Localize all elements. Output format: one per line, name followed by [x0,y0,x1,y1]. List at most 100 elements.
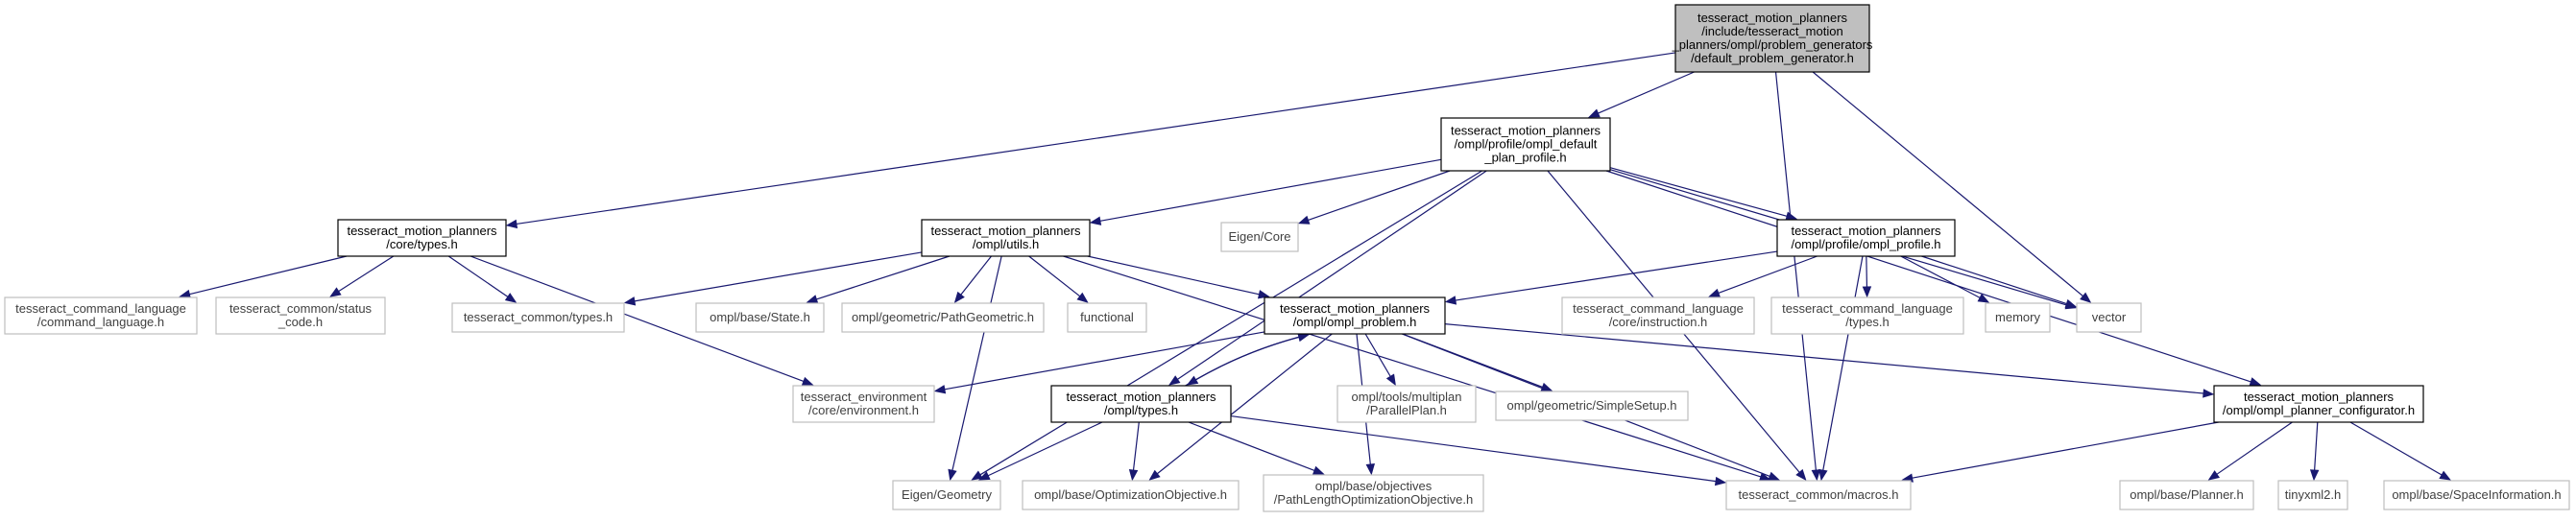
node-label-line: tesseract_environment [801,390,927,404]
node-label-line: /core/environment.h [808,403,919,417]
edge-ompl_types-to-optimization_objective [1132,421,1140,471]
arrowhead-root-to-macros [1811,469,1821,482]
edge-root-to-vector [1812,71,2083,297]
node-box-space_information [2383,480,2570,510]
edge-ompl_types-to-macros [1230,414,1717,483]
edge-ompl_problem-to-planner_configurator [1444,323,2204,394]
node-utils[interactable]: tesseract_motion_planners/ompl/utils.h [921,219,1091,257]
edge-ompl_problem-to-environment [944,331,1265,391]
arrowhead-planner_configurator-to-tinyxml2 [2309,469,2320,482]
arrowhead-ompl_profile-to-macros [1818,468,1828,482]
node-box-state [695,302,825,333]
node-label-line: /ompl/profile/ompl_default [1455,137,1598,152]
arrowhead-ompl_profile-to-instruction [1708,288,1721,297]
arrowhead-default_plan_profile-to-ompl_types [1168,375,1181,386]
arrowhead-ompl_problem-to-optimization_objective [1148,469,1161,481]
node-label-line: tesseract_motion_planners [930,224,1081,238]
arrowhead-utils-to-state [806,295,819,304]
node-planner_configurator[interactable]: tesseract_motion_planners/ompl/ompl_plan… [2213,385,2424,423]
node-memory: memory [1985,302,2051,333]
node-default_plan_profile[interactable]: tesseract_motion_planners/ompl/profile/o… [1440,117,1611,172]
node-box-functional [1067,302,1147,333]
node-label-line: ompl/geometric/SimpleSetup.h [1506,398,1676,413]
edge-ompl_profile-to-ompl_problem [1455,250,1778,301]
edge-ompl_problem-to-optimization_objective [1156,333,1333,475]
node-box-simple_setup [1495,391,1689,421]
node-eigen_geometry: Eigen/Geometry [892,480,1001,510]
node-ompl_problem[interactable]: tesseract_motion_planners/ompl/ompl_prob… [1264,296,1446,335]
node-state: ompl/base/State.h [695,302,825,333]
edge-utils-to-macros [1063,255,1762,478]
node-box-vector [2076,302,2142,333]
node-box-eigen_core [1220,222,1299,252]
node-label-line: memory [1995,310,2040,324]
node-label-line: ompl/base/objectives [1315,479,1432,493]
node-label-line: ompl/geometric/PathGeometric.h [852,310,1034,324]
edge-planner_configurator-to-planner [2216,421,2293,475]
arrowhead-ompl_problem-to-parallel_plan [1385,373,1396,387]
node-ompl_types[interactable]: tesseract_motion_planners/ompl/types.h [1050,385,1232,423]
node-core_types[interactable]: tesseract_motion_planners/core/types.h [337,219,507,257]
arrowhead-ompl_problem-to-path_length_objective [1365,463,1376,476]
node-label-line: tesseract_motion_planners [347,224,497,238]
node-box-root [1674,4,1870,73]
node-label-line: /ompl/utils.h [973,237,1039,251]
arrowhead-default_plan_profile-to-ompl_profile [1785,211,1798,221]
node-box-common_types [451,302,625,333]
node-path_length_objective: ompl/base/objectives/PathLengthOptimizat… [1263,474,1484,512]
edge-core_types-to-status_code [338,255,395,293]
arrowhead-core_types-to-command_language [179,289,191,299]
arrowhead-root-to-default_plan_profile [1588,108,1601,118]
node-environment: tesseract_environment/core/environment.h [792,385,935,423]
node-ompl_profile[interactable]: tesseract_motion_planners/ompl/profile/o… [1776,219,1956,257]
node-box-parallel_plan [1336,385,1477,423]
edge-utils-to-common_types [634,251,923,302]
node-box-core_types [337,219,507,257]
arrowhead-core_types-to-common_types [504,293,518,303]
node-command_language: tesseract_command_language/command_langu… [4,296,198,335]
edge-ompl_profile-to-instruction [1718,255,1818,295]
node-simple_setup: ompl/geometric/SimpleSetup.h [1495,391,1689,421]
edge-default_plan_profile-to-utils [1099,158,1442,222]
node-box-memory [1985,302,2051,333]
node-box-default_plan_profile [1440,117,1611,172]
edge-ompl_profile-to-macros [1822,255,1864,471]
arrowhead-planner_configurator-to-planner [2207,470,2220,481]
node-box-utils [921,219,1091,257]
arrowhead-ompl_profile-to-memory [1977,293,1990,303]
node-root[interactable]: tesseract_motion_planners/include/tesser… [1672,4,1873,73]
edges-layer [179,52,2451,486]
node-label-line: tesseract_common/status [229,301,373,316]
arrowhead-root-to-vector [2080,292,2092,303]
edge-planner_configurator-to-macros [1912,421,2219,479]
arrowhead-ompl_types-to-eigen_geometry [977,471,991,481]
node-label-line: /ompl/ompl_planner_configurator.h [2223,403,2415,417]
edge-ompl_types-to-path_length_objective [1188,421,1315,471]
edge-core_types-to-common_types [447,255,509,297]
node-box-instruction [1561,296,1755,335]
node-label-line: ompl/tools/multiplan [1352,390,1462,404]
node-label-line: /PathLengthOptimizationObjective.h [1274,492,1473,507]
node-label-line: /command_language.h [37,315,164,329]
arrowhead-ompl_problem-to-environment [933,385,947,394]
arrowhead-ompl_profile-to-cl_types [1862,286,1872,298]
node-label-line: vector [2092,310,2127,324]
node-label-line: _plan_profile.h [1483,151,1566,165]
node-label-line: /ompl/types.h [1104,403,1178,417]
edge-core_types-to-command_language [189,255,348,296]
node-label-line: /default_problem_generator.h [1691,51,1854,65]
node-label-line: tesseract_command_language [1573,301,1744,316]
node-instruction: tesseract_command_language/core/instruct… [1561,296,1755,335]
node-label-line: ompl/base/SpaceInformation.h [2392,487,2561,502]
edge-root-to-macros [1774,71,1817,471]
node-box-path_length_objective [1263,474,1484,512]
node-label-line: tesseract_command_language [15,301,186,316]
node-box-path_geometric [841,302,1045,333]
arrowhead-utils-to-eigen_geometry [948,468,957,482]
arrowhead-default_plan_profile-to-utils [1089,216,1102,225]
arrowhead-core_types-to-environment [801,376,814,386]
edge-ompl_profile-to-memory [1900,255,1981,298]
edge-ompl_types-to-eigen_geometry [987,421,1103,477]
node-label-line: tesseract_motion_planners [1451,124,1601,138]
